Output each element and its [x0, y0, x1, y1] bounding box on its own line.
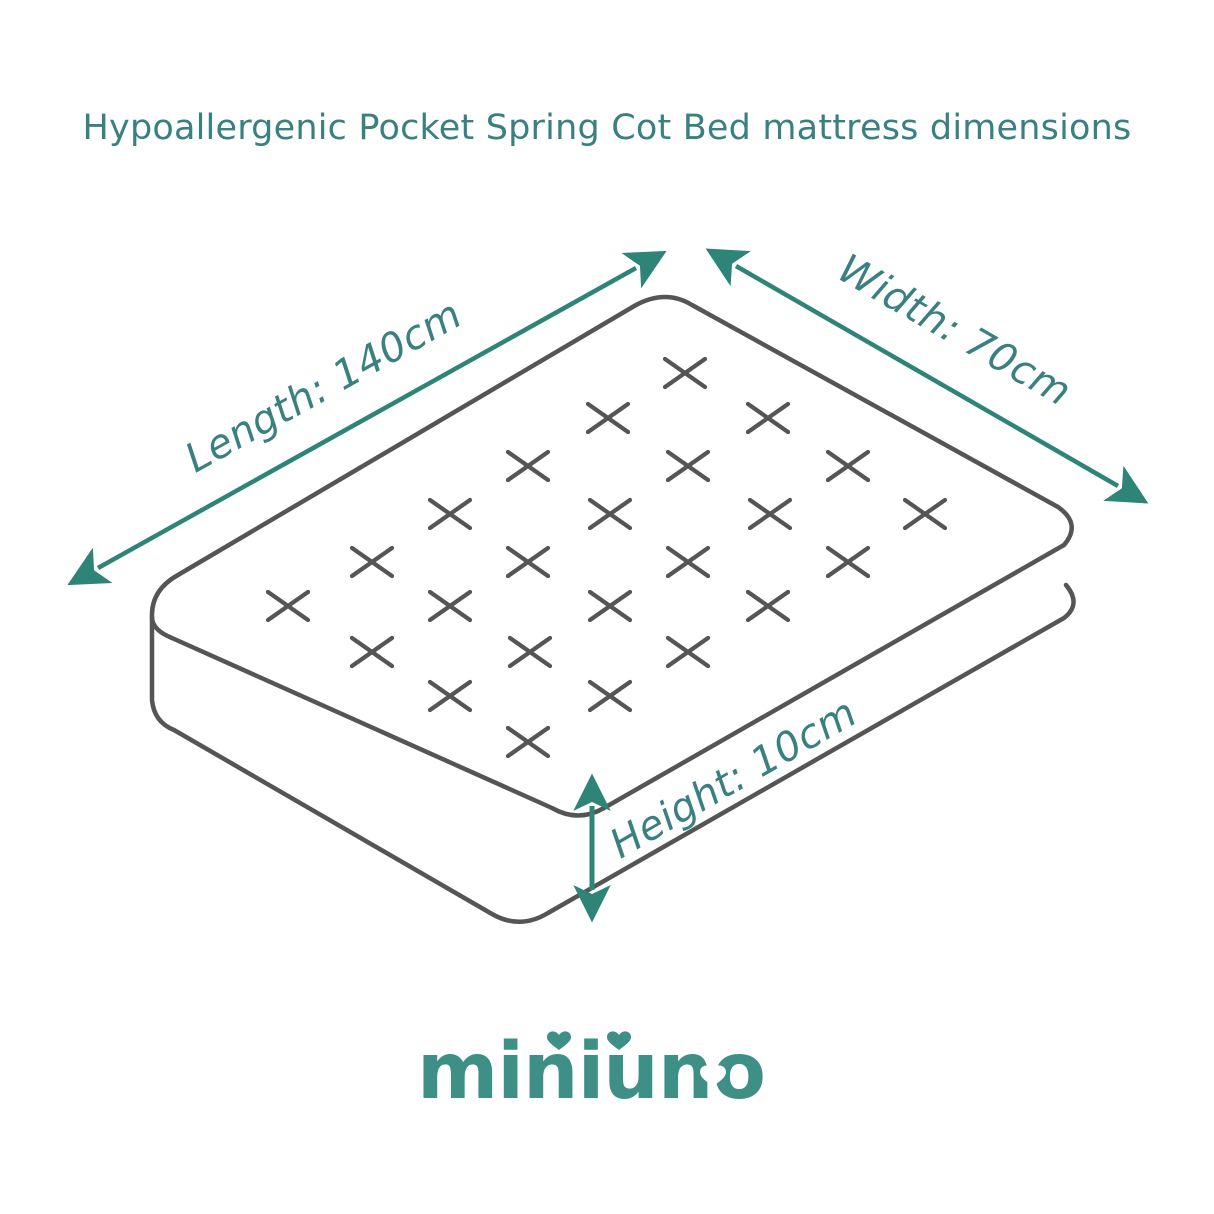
stitch-cross [587, 497, 633, 531]
stitch-cross [505, 545, 551, 579]
stitch-cross [427, 679, 473, 713]
mattress-top-face [149, 294, 1074, 818]
mattress-side-faces [149, 582, 1076, 924]
dimension-width: Width: 70cm [705, 246, 1149, 504]
stitch-cross [585, 401, 631, 435]
stitch-cross [349, 635, 395, 669]
stitch-cross [587, 589, 633, 623]
page-title: Hypoallergenic Pocket Spring Cot Bed mat… [83, 108, 1132, 148]
brand-logo: miniuno [417, 1027, 766, 1117]
stitch-cross [662, 356, 708, 390]
stitch-cross [665, 635, 711, 669]
stitch-cross [427, 497, 473, 531]
stitch-cross [507, 635, 553, 669]
stitch-cross [747, 497, 793, 531]
stitch-cross [427, 589, 473, 623]
stitch-cross [505, 449, 551, 483]
stitch-cross [265, 589, 311, 623]
stitch-cross [825, 449, 871, 483]
heart-dot-icon [607, 1031, 631, 1050]
stitch-cross [665, 545, 711, 579]
heart-in-o-icon [700, 1065, 726, 1087]
height-label: Height: 10cm [602, 690, 864, 868]
stitch-cross [349, 545, 395, 579]
stitch-cross [825, 545, 871, 579]
stitch-cross [745, 401, 791, 435]
stitch-cross [665, 449, 711, 483]
dimension-length: Length: 140cm [67, 250, 667, 586]
width-arrow-line [705, 248, 1149, 504]
heart-dot-icon [547, 1031, 571, 1050]
stitch-cross [902, 497, 948, 531]
stitch-cross [745, 589, 791, 623]
stitch-cross [505, 725, 551, 759]
stitch-cross [587, 679, 633, 713]
length-arrow-line [67, 250, 667, 586]
